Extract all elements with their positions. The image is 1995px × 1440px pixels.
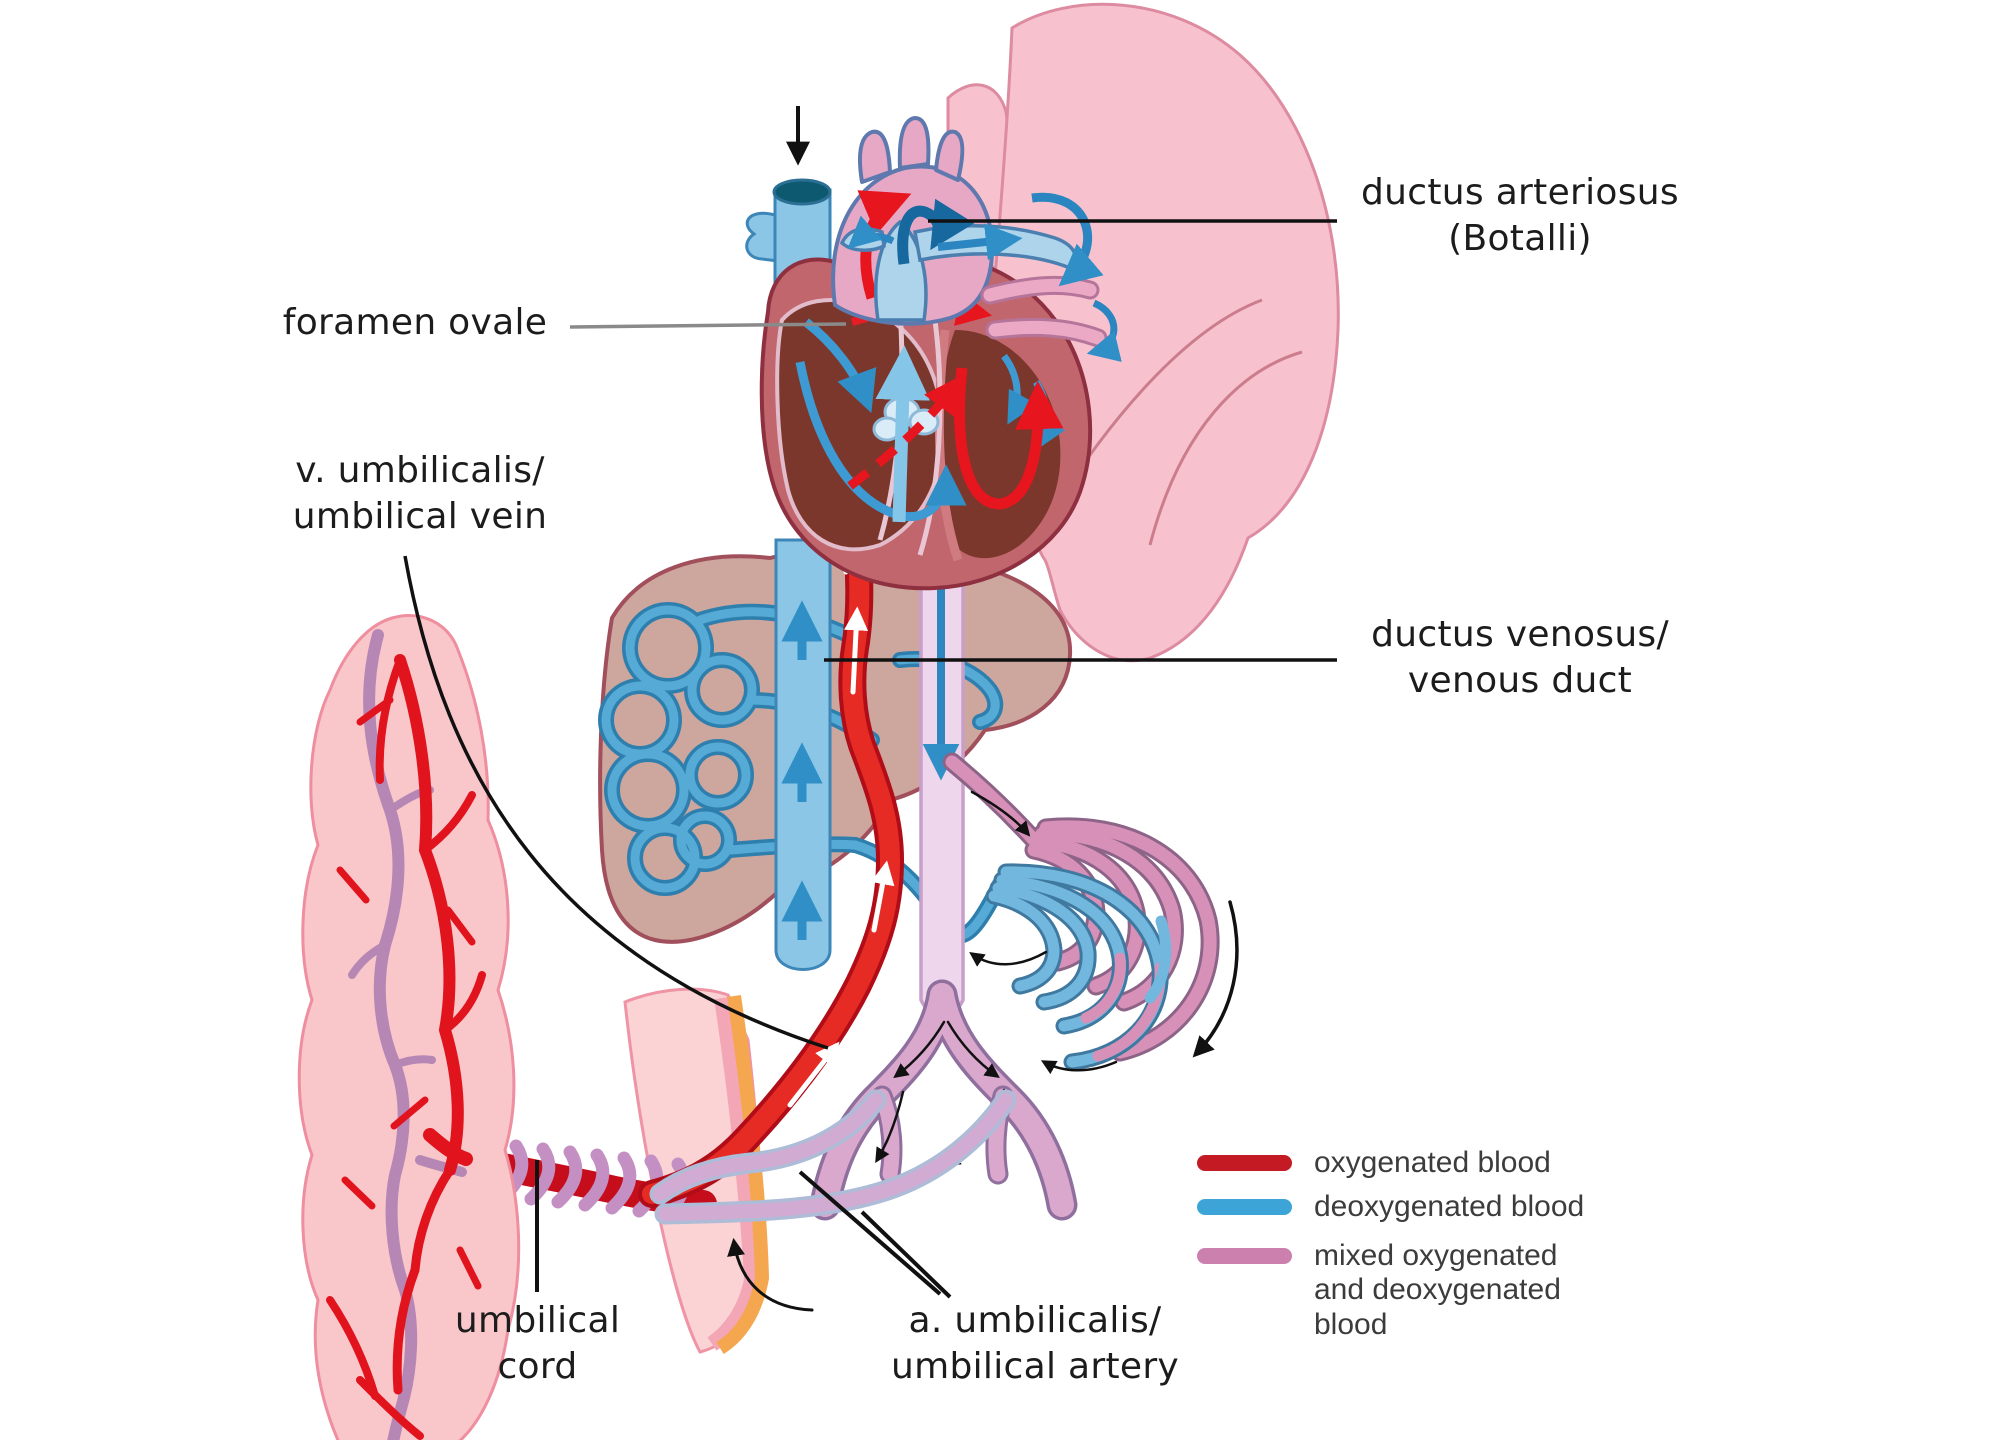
legend-label-mixed: mixed oxygenated and deoxygenated blood	[1314, 1238, 1561, 1342]
mesenteric-vessels	[942, 752, 1239, 1075]
pulmonary-vessels	[839, 192, 1122, 362]
placenta	[297, 614, 521, 1440]
inferior-vena-cava	[774, 538, 832, 971]
oxygenated-blood-swatch	[1197, 1155, 1292, 1171]
label-foramen-ovale: foramen ovale	[282, 302, 548, 343]
mixed-blood-swatch	[1197, 1247, 1292, 1264]
label-ductus-venosus: ductus venosus/ venous duct	[1371, 614, 1669, 701]
legend-label-oxygenated: oxygenated blood	[1314, 1146, 1551, 1179]
descending-aorta	[919, 558, 965, 1017]
deoxygenated-blood-swatch	[1197, 1198, 1292, 1215]
legend: oxygenated blood deoxygenated blood mixe…	[1197, 1146, 1637, 1352]
leader-lines	[403, 219, 1337, 1299]
umbilical-arteries	[649, 1089, 1017, 1312]
legend-label-deoxygenated: deoxygenated blood	[1314, 1189, 1585, 1223]
legend-item-deoxygenated: deoxygenated blood	[1197, 1190, 1637, 1225]
legend-item-mixed: mixed oxygenated and deoxygenated blood	[1197, 1239, 1637, 1343]
label-umbilical-vein: v. umbilicalis/ umbilical vein	[292, 450, 548, 537]
label-umbilical-cord: umbilical cord	[454, 1300, 621, 1387]
label-umbilical-artery: a. umbilicalis/ umbilical artery	[890, 1300, 1180, 1387]
label-ductus-arteriosus: ductus arteriosus (Botalli)	[1361, 172, 1679, 259]
legend-item-oxygenated: oxygenated blood	[1197, 1146, 1637, 1181]
